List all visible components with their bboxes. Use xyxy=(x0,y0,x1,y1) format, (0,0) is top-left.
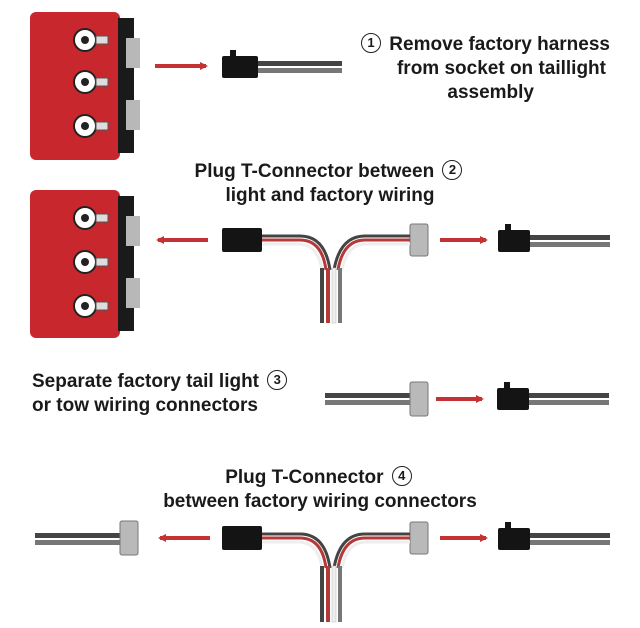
step3-number-badge: 3 xyxy=(267,370,288,390)
step1-line3: assembly xyxy=(447,82,534,103)
step4-line2: between factory wiring connectors xyxy=(163,491,477,512)
bulb-socket xyxy=(73,28,109,52)
bulb-socket xyxy=(73,114,109,138)
step4-line1: Plug T-Connector xyxy=(225,467,384,488)
step4-number-badge: 4 xyxy=(391,466,412,486)
step1-line2: from socket on taillight xyxy=(396,58,606,79)
step2-number-badge: 2 xyxy=(442,160,463,180)
step3-grey-connector-wire xyxy=(325,381,429,417)
step2-caption: Plug T-Connector between 2 light and fac… xyxy=(180,160,480,208)
bulb-socket xyxy=(73,70,109,94)
step1-line1: Remove factory harness xyxy=(389,34,610,55)
bulb-socket xyxy=(73,294,109,318)
step2-t-connector xyxy=(222,223,429,324)
step1-number-badge: 1 xyxy=(361,33,381,53)
step2-line2: light and factory wiring xyxy=(225,185,435,206)
step4-caption: Plug T-Connector 4 between factory wirin… xyxy=(120,466,520,514)
step2-factory-harness xyxy=(498,224,610,252)
step4-t-connector xyxy=(222,521,429,623)
step2-line1: Plug T-Connector between xyxy=(194,161,435,182)
step1-factory-harness xyxy=(222,50,342,78)
step2-taillight-assembly xyxy=(30,190,140,338)
step3-line1: Separate factory tail light xyxy=(32,371,260,392)
bulb-socket xyxy=(73,250,109,274)
step4-black-connector-wire xyxy=(498,522,610,550)
step1-taillight-assembly xyxy=(30,12,140,160)
step4-grey-connector-wire xyxy=(35,520,139,556)
bulb-socket xyxy=(73,206,109,230)
step3-line2: or tow wiring connectors xyxy=(32,395,258,416)
step1-caption: 1 Remove factory harness from socket on … xyxy=(342,33,638,105)
step3-caption: Separate factory tail light 3 or tow wir… xyxy=(32,370,332,418)
step3-black-connector-wire xyxy=(497,382,609,410)
